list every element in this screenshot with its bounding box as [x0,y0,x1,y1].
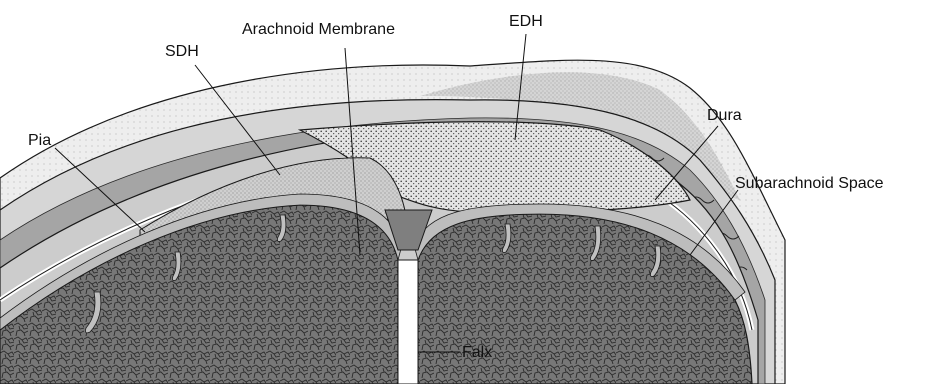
label-falx: Falx [462,344,492,361]
label-dura: Dura [707,107,742,124]
label-arachnoid-membrane: Arachnoid Membrane [242,21,395,38]
label-sdh: SDH [165,43,199,60]
label-pia: Pia [28,132,51,149]
falx [398,260,418,384]
label-edh: EDH [509,13,543,30]
label-subarachnoid-space: Subarachnoid Space [735,175,884,192]
